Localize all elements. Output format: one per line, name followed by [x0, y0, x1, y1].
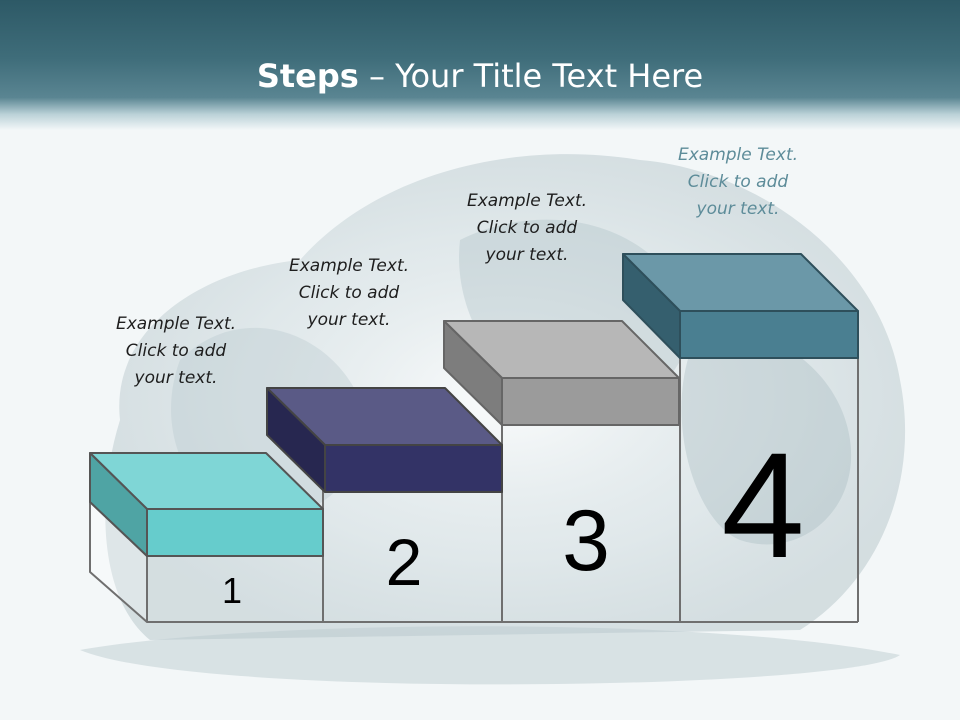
title-rest: – Your Title Text Here [358, 57, 704, 95]
caption-line: your text. [485, 245, 569, 265]
caption-line: Click to add [125, 341, 227, 361]
step-1-caption[interactable]: Example Text. Click to add your text. [86, 311, 266, 392]
step-4-block[interactable] [622, 253, 859, 359]
caption-line: Click to add [687, 172, 789, 192]
step-2-caption[interactable]: Example Text. Click to add your text. [259, 253, 439, 334]
step-2-block[interactable] [266, 387, 503, 493]
caption-line: Click to add [298, 283, 400, 303]
step-4-caption[interactable]: Example Text. Click to add your text. [648, 142, 828, 223]
caption-line: Example Text. [677, 145, 799, 165]
caption-line: your text. [696, 199, 780, 219]
step-3-number: 3 [562, 493, 610, 589]
step-1-block[interactable] [89, 452, 324, 557]
caption-line: your text. [307, 310, 391, 330]
title-bold: Steps [256, 57, 359, 95]
step-2-number: 2 [386, 525, 423, 599]
caption-line: Example Text. [115, 314, 237, 334]
caption-line: Example Text. [466, 191, 588, 211]
caption-line: Click to add [476, 218, 578, 238]
step-3-caption[interactable]: Example Text. Click to add your text. [437, 188, 617, 269]
slide-title[interactable]: Steps – Your Title Text Here [0, 56, 960, 96]
caption-line: your text. [134, 368, 218, 388]
header-bar [0, 0, 960, 130]
step-3-block[interactable] [443, 320, 680, 426]
caption-line: Example Text. [288, 256, 410, 276]
step-4-number: 4 [721, 421, 804, 589]
step-1-number: 1 [222, 570, 242, 611]
